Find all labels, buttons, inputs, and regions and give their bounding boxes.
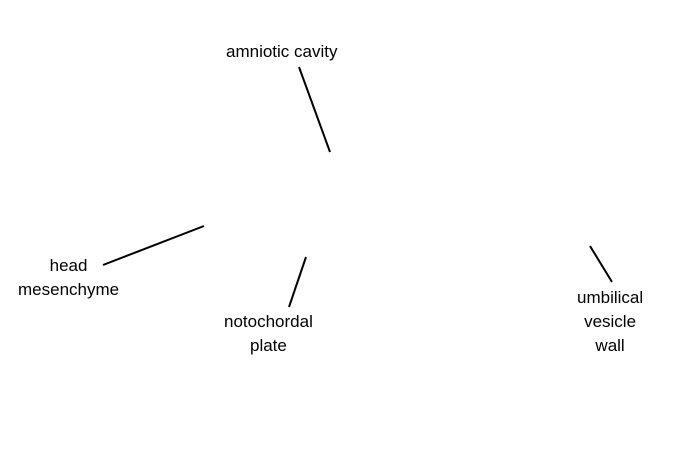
leader-line-notochordal-plate (288, 256, 307, 308)
label-notochordal-plate: notochordal plate (224, 310, 313, 358)
label-amniotic-cavity: amniotic cavity (226, 40, 337, 64)
label-umbilical-vesicle-wall: umbilical vesicle wall (577, 286, 643, 358)
leader-line-umbilical-vesicle-wall (589, 245, 613, 283)
label-head-mesenchyme: head mesenchyme (18, 254, 119, 302)
leader-line-amniotic-cavity (298, 66, 331, 153)
leader-line-head-mesenchyme (102, 225, 205, 266)
label-amniotic-cavity-line-1: amniotic cavity (226, 42, 338, 61)
label-umbilical-vesicle-wall-line-1: umbilical (577, 288, 644, 307)
label-notochordal-plate-line-2: plate (249, 336, 287, 355)
label-notochordal-plate-line-1: notochordal (224, 312, 313, 331)
label-umbilical-vesicle-wall-line-2: vesicle (584, 312, 637, 331)
label-umbilical-vesicle-wall-line-3: wall (595, 336, 625, 355)
label-head-mesenchyme-line-1: head (49, 256, 88, 275)
label-head-mesenchyme-line-2: mesenchyme (18, 280, 120, 299)
